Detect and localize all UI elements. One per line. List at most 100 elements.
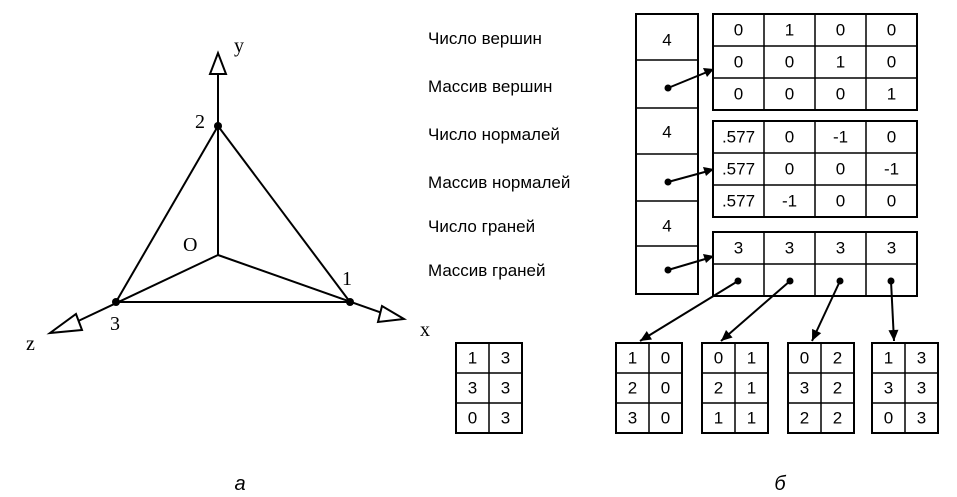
vertex-table-cell: 1 <box>836 53 845 72</box>
label-normal-count: Число нормалей <box>428 125 560 144</box>
face-pointer-arrow-icon <box>812 328 822 341</box>
face-table-cell: 3 <box>887 239 896 258</box>
face-vertex-table-cell: 2 <box>833 349 842 368</box>
face-vertex-table-cell: 1 <box>747 349 756 368</box>
normal-table-cell: 0 <box>836 160 845 179</box>
vertex-table-cell: 0 <box>836 85 845 104</box>
y-axis-arrow-icon <box>208 50 228 75</box>
standalone-table-cell: 3 <box>468 379 477 398</box>
vertex-table-cell: 1 <box>785 21 794 40</box>
edge-2-3 <box>115 125 219 303</box>
face-vertex-table-cell: 0 <box>661 349 670 368</box>
face-vertex-table-cell: 2 <box>800 409 809 428</box>
vertex-3-dot <box>112 298 120 306</box>
face-vertex-table-cell: 1 <box>714 409 723 428</box>
standalone-table-cell: 3 <box>501 349 510 368</box>
vertex-table-cell: 0 <box>734 21 743 40</box>
vertex-1-dot <box>346 298 354 306</box>
label-normal-array: Массив нормалей <box>428 173 570 192</box>
z-axis-arrow-icon <box>46 312 84 335</box>
face-vertex-table-cell: 3 <box>917 409 926 428</box>
data-structure-figure: Число вершин Массив вершин Число нормале… <box>428 13 939 495</box>
vertex-2-dot <box>214 122 222 130</box>
vertex-table-cell: 1 <box>887 85 896 104</box>
face-vertex-table-cell: 1 <box>628 349 637 368</box>
face-vertex-table-cell: 3 <box>884 379 893 398</box>
x-axis-arrow-icon <box>376 304 408 324</box>
normal-table-cell: -1 <box>782 192 797 211</box>
z-axis-label: z <box>26 333 35 355</box>
vertex-3-label: 3 <box>110 313 120 335</box>
face-table-cell: 3 <box>734 239 743 258</box>
vertex-2-label: 2 <box>195 111 205 133</box>
z-axis <box>73 254 219 324</box>
caption-a: а <box>234 473 245 495</box>
vertex-table-cell: 0 <box>785 85 794 104</box>
origin-label: O <box>183 234 197 256</box>
face-vertex-table-cell: 3 <box>917 349 926 368</box>
face-vertex-table-cell: 3 <box>800 379 809 398</box>
vertex-table-cell: 0 <box>785 53 794 72</box>
normal-table-cell: 0 <box>785 160 794 179</box>
edge-2-1 <box>217 125 351 303</box>
normal-table-cell: 0 <box>836 192 845 211</box>
face-vertex-table-cell: 1 <box>747 379 756 398</box>
label-face-count: Число граней <box>428 217 535 236</box>
face-vertex-table-cell: 0 <box>714 349 723 368</box>
label-vertex-count: Число вершин <box>428 29 542 48</box>
face-vertex-table: 0 2 3 2 2 2 <box>787 342 855 434</box>
label-vertex-array: Массив вершин <box>428 77 552 96</box>
face-vertex-table-cell: 0 <box>800 349 809 368</box>
normal-table-cell: .577 <box>722 192 755 211</box>
face-pointer-line <box>639 280 739 342</box>
x-axis <box>217 254 386 315</box>
face-pointer-arrow-icon <box>703 254 714 263</box>
face-vertex-table-cell: 2 <box>714 379 723 398</box>
normal-pointer-arrow-icon <box>703 167 714 176</box>
face-table-cell: 3 <box>836 239 845 258</box>
normal-table: .577 0 -1 0 .577 0 0 -1 .577 -1 0 0 <box>712 120 918 218</box>
face-vertex-table-cell: 3 <box>917 379 926 398</box>
standalone-table: 1 3 3 3 0 3 <box>455 342 523 434</box>
vertex-pointer-arrow-icon <box>703 68 714 77</box>
face-vertex-table-cell: 0 <box>884 409 893 428</box>
standalone-table-cell: 1 <box>468 349 477 368</box>
normal-table-cell: .577 <box>722 160 755 179</box>
vertex-table-cell: 0 <box>887 53 896 72</box>
normal-table-cell: -1 <box>884 160 899 179</box>
face-pointer-line <box>811 280 841 342</box>
standalone-table-cell: 3 <box>501 409 510 428</box>
normal-count-value: 4 <box>662 123 671 142</box>
standalone-table-cell: 3 <box>501 379 510 398</box>
normal-table-cell: 0 <box>785 128 794 147</box>
standalone-table-cell: 0 <box>468 409 477 428</box>
face-vertex-table-cell: 0 <box>661 409 670 428</box>
vertex-table-cell: 0 <box>887 21 896 40</box>
face-pointer-arrow-icon <box>721 330 733 341</box>
face-vertex-table-cell: 3 <box>628 409 637 428</box>
x-axis-label: x <box>420 319 430 341</box>
caption-b: б <box>774 473 786 495</box>
face-vertex-table-cell: 2 <box>628 379 637 398</box>
normal-table-cell: -1 <box>833 128 848 147</box>
normal-table-cell: 0 <box>887 128 896 147</box>
tetrahedron-figure: y x z O 2 1 3 а <box>26 35 430 495</box>
vertex-table-cell: 0 <box>836 21 845 40</box>
face-vertex-table: 1 0 2 0 3 0 <box>615 342 683 434</box>
vertex-count-value: 4 <box>662 31 671 50</box>
face-pointer-arrow-icon <box>888 329 899 341</box>
face-vertex-table-cell: 2 <box>833 379 842 398</box>
face-vertex-table-cell: 2 <box>833 409 842 428</box>
face-vertex-table-cell: 0 <box>661 379 670 398</box>
vertex-1-label: 1 <box>342 268 352 290</box>
normal-table-cell: 0 <box>887 192 896 211</box>
normal-table-cell: .577 <box>722 128 755 147</box>
vertex-table-cell: 0 <box>734 53 743 72</box>
face-pointer-arrow-icon <box>640 330 652 341</box>
